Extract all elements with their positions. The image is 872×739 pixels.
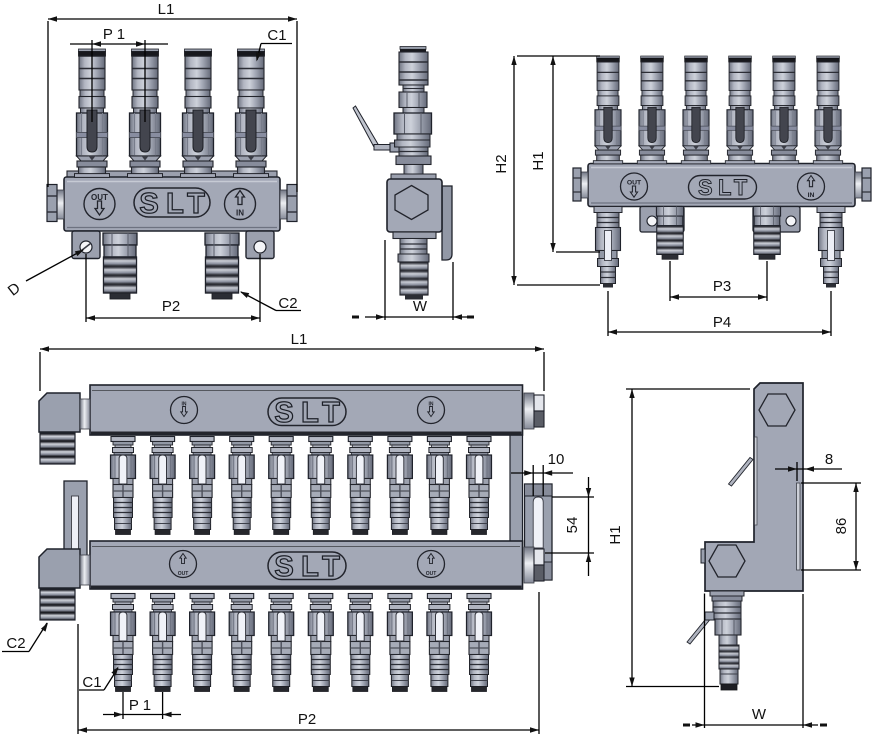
svg-text:54: 54 [564,517,581,534]
svg-text:C2: C2 [6,635,25,652]
svg-text:H2: H2 [493,154,510,173]
svg-text:IN: IN [808,192,815,199]
svg-text:P4: P4 [713,314,731,331]
svg-text:8: 8 [825,451,833,468]
svg-text:W: W [752,706,767,723]
svg-text:L1: L1 [291,331,308,348]
svg-text:C1: C1 [267,27,286,44]
svg-text:W: W [413,298,428,315]
svg-text:OUT: OUT [627,180,642,187]
svg-text:OUT: OUT [426,571,437,577]
svg-text:L1: L1 [158,1,175,18]
svg-text:P2: P2 [298,711,316,728]
svg-text:IN: IN [236,209,244,218]
svg-text:P 1: P 1 [129,697,151,714]
svg-text:OUT: OUT [178,571,189,577]
svg-text:IN: IN [182,402,187,408]
svg-text:H1: H1 [530,151,547,170]
svg-text:P 1: P 1 [103,26,125,43]
svg-text:86: 86 [833,518,850,535]
svg-text:OUT: OUT [91,193,108,202]
svg-text:10: 10 [548,451,565,468]
svg-text:IN: IN [429,402,434,408]
svg-text:C1: C1 [82,674,101,691]
svg-text:C2: C2 [278,295,297,312]
svg-text:P3: P3 [713,278,731,295]
svg-text:H1: H1 [607,525,624,544]
svg-text:P2: P2 [162,298,180,315]
